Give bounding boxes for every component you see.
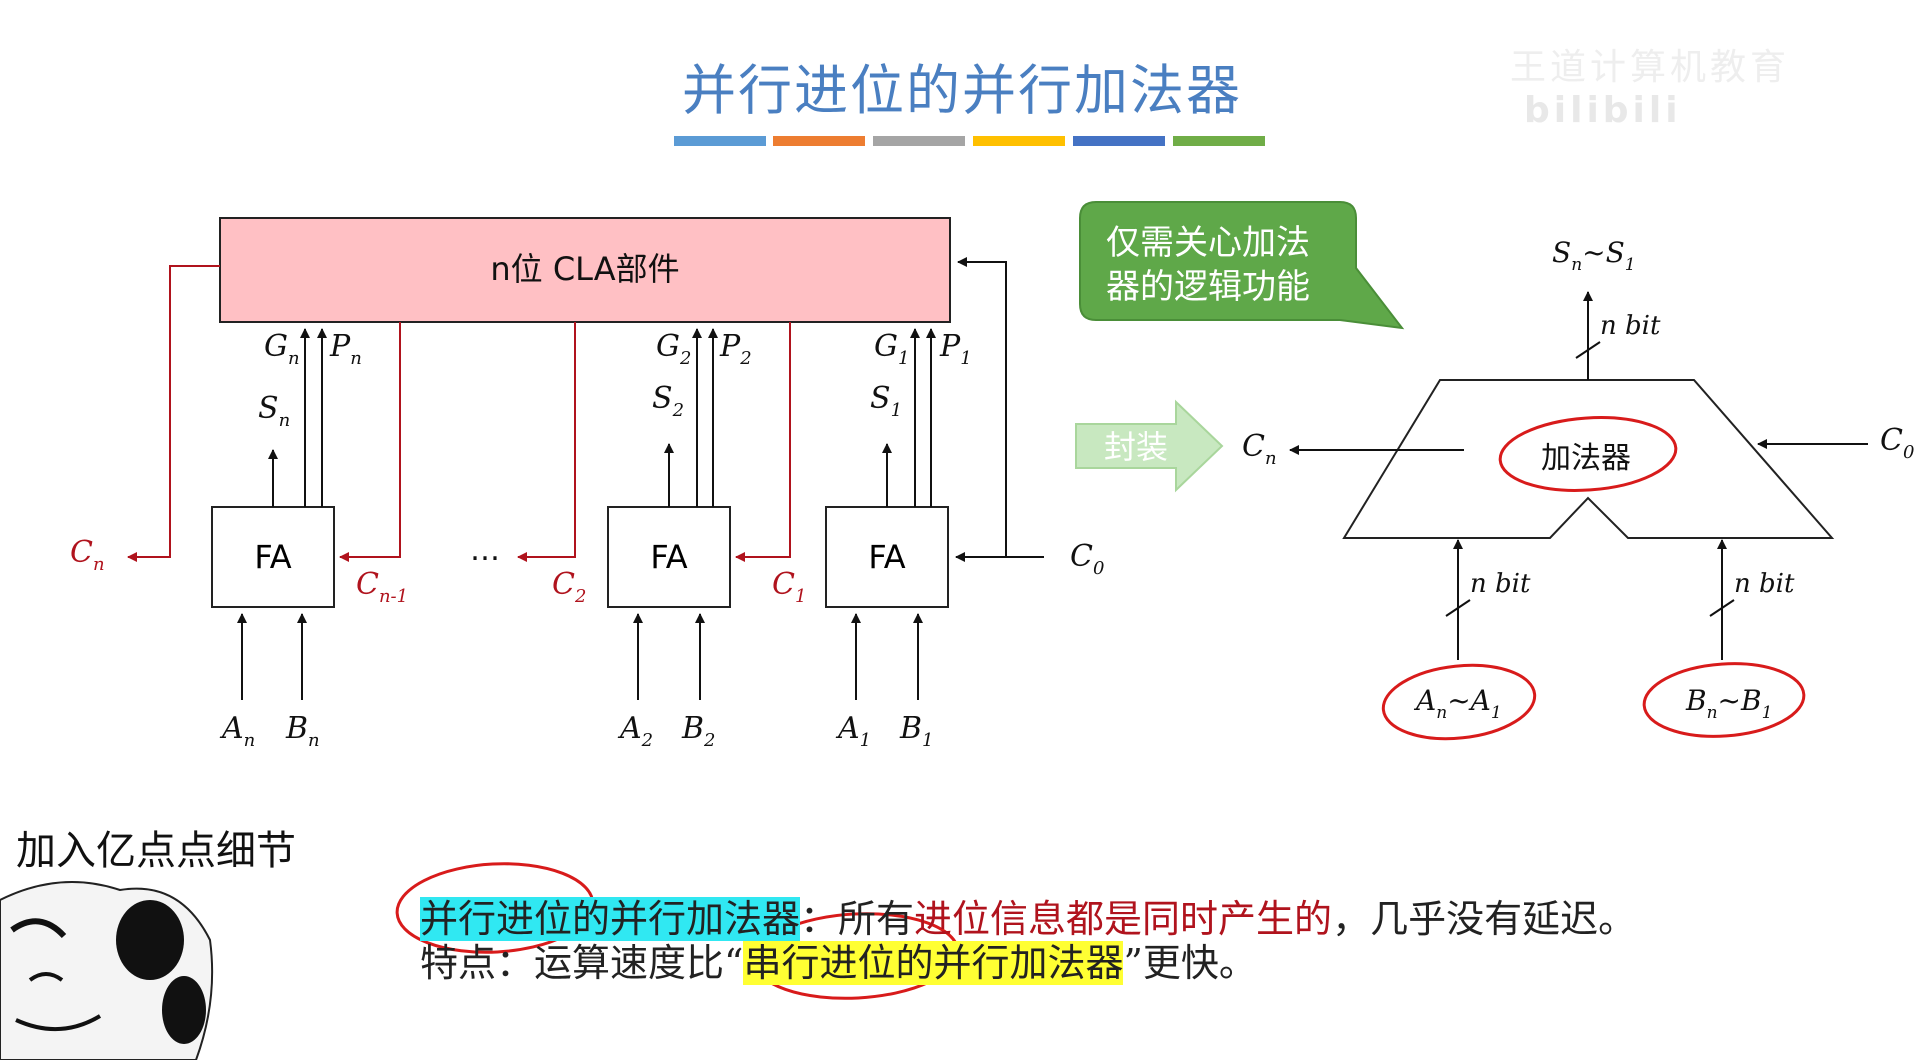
meme-caption: 加入亿点点细节 (16, 828, 296, 874)
text-segment: 特点：运算速度比“ (420, 941, 744, 985)
fa-input-arrows (237, 613, 923, 700)
text-line-1: 并行进位的并行加法器：所有进位信息都是同时产生的，几乎没有延迟。 (420, 888, 1636, 943)
callout-line2: 器的逻辑功能 (1106, 267, 1310, 307)
color-bar (1073, 136, 1165, 146)
g-label-2: G2 (656, 329, 691, 369)
fa-label: FA (650, 538, 687, 576)
color-bar (1173, 136, 1265, 146)
adder-output-label: Sn~S1 (1552, 236, 1636, 275)
c0-path (955, 257, 1044, 562)
input-a-circle-annotation (1381, 663, 1537, 741)
cla-label: n位 CLA部件 (490, 250, 679, 288)
b-label-2: B2 (681, 711, 716, 751)
s-label-n: Sn (258, 391, 290, 431)
fa-label: FA (254, 538, 291, 576)
meme-face-image (0, 881, 214, 1060)
callout-bubble: 仅需关心加法 器的逻辑功能 (1079, 201, 1405, 330)
adder-cn-label: Cn (1242, 429, 1277, 469)
fa-label: FA (868, 538, 905, 576)
text-red-segment: 进位信息都是同时产生的 (914, 897, 1333, 941)
encapsulate-arrow: 封装 (1075, 399, 1224, 493)
adder-arrows (1289, 291, 1868, 660)
text-segment: ”更快。 (1123, 941, 1257, 985)
text-colon: ： (800, 897, 839, 941)
g-label-1: G1 (874, 329, 909, 369)
text-segment: ，几乎没有延迟。 (1332, 897, 1637, 941)
fa-block-1: FA (825, 506, 949, 608)
carry-label-cn: Cn (70, 535, 105, 575)
cla-unit: n位 CLA部件 (219, 217, 951, 323)
adder-block: 加法器 (1342, 379, 1835, 539)
color-bar (873, 136, 965, 146)
fa-block-n: FA (211, 506, 335, 608)
g-label-n: Gn (264, 329, 300, 369)
fa-output-arrows (268, 328, 936, 507)
carry-label-c2: C2 (552, 567, 586, 607)
cla-box (219, 217, 951, 323)
watermark-logo: bilibili (1524, 90, 1682, 131)
s-label-2: S2 (652, 381, 684, 421)
s-label-1: S1 (870, 381, 902, 421)
p-label-2: P2 (719, 329, 752, 369)
adder-input-b-label: Bn~B1 (1685, 684, 1772, 723)
page-title: 并行进位的并行加法器 (682, 59, 1242, 122)
callout-line1: 仅需关心加法 (1106, 223, 1310, 263)
nbit-label-a: n bit (1470, 569, 1531, 599)
input-b-circle-annotation (1642, 662, 1806, 738)
nbit-label-b: n bit (1734, 569, 1795, 599)
color-bar (973, 136, 1065, 146)
a-label-n: An (219, 711, 255, 751)
color-bar (773, 136, 865, 146)
fa-block-2: FA (607, 506, 731, 608)
highlight-parallel-carry: 并行进位的并行加法器 (420, 897, 801, 941)
carry-label-c1: C1 (772, 567, 806, 607)
text-segment: 所有 (838, 897, 915, 941)
a-label-1: A1 (835, 711, 871, 751)
carry-lines (127, 265, 791, 562)
watermark: 王道计算机教育bilibili (1510, 38, 1924, 131)
encapsulate-label: 封装 (1104, 428, 1168, 466)
adder-input-a-label: An~A1 (1413, 684, 1502, 723)
b-label-1: B1 (899, 711, 934, 751)
carry-label-cn-1: Cn-1 (356, 567, 408, 607)
p-label-n: Pn (329, 329, 362, 369)
adder-label: 加法器 (1541, 441, 1631, 476)
nbit-label-out: n bit (1600, 311, 1661, 341)
b-label-n: Bn (285, 711, 320, 751)
a-label-2: A2 (617, 711, 653, 751)
adder-c0-label: C0 (1880, 423, 1914, 463)
highlight-serial-carry: 串行进位的并行加法器 (743, 941, 1124, 985)
text-line-2: 特点：运算速度比“串行进位的并行加法器”更快。 (420, 932, 1257, 987)
watermark-text: 王道计算机教育 (1510, 47, 1791, 88)
adder-circle-annotation (1498, 416, 1678, 492)
carry-label-c0: C0 (1070, 539, 1104, 579)
color-bar (674, 136, 766, 146)
ellipsis: … (470, 533, 500, 568)
p-label-1: P1 (939, 329, 972, 369)
